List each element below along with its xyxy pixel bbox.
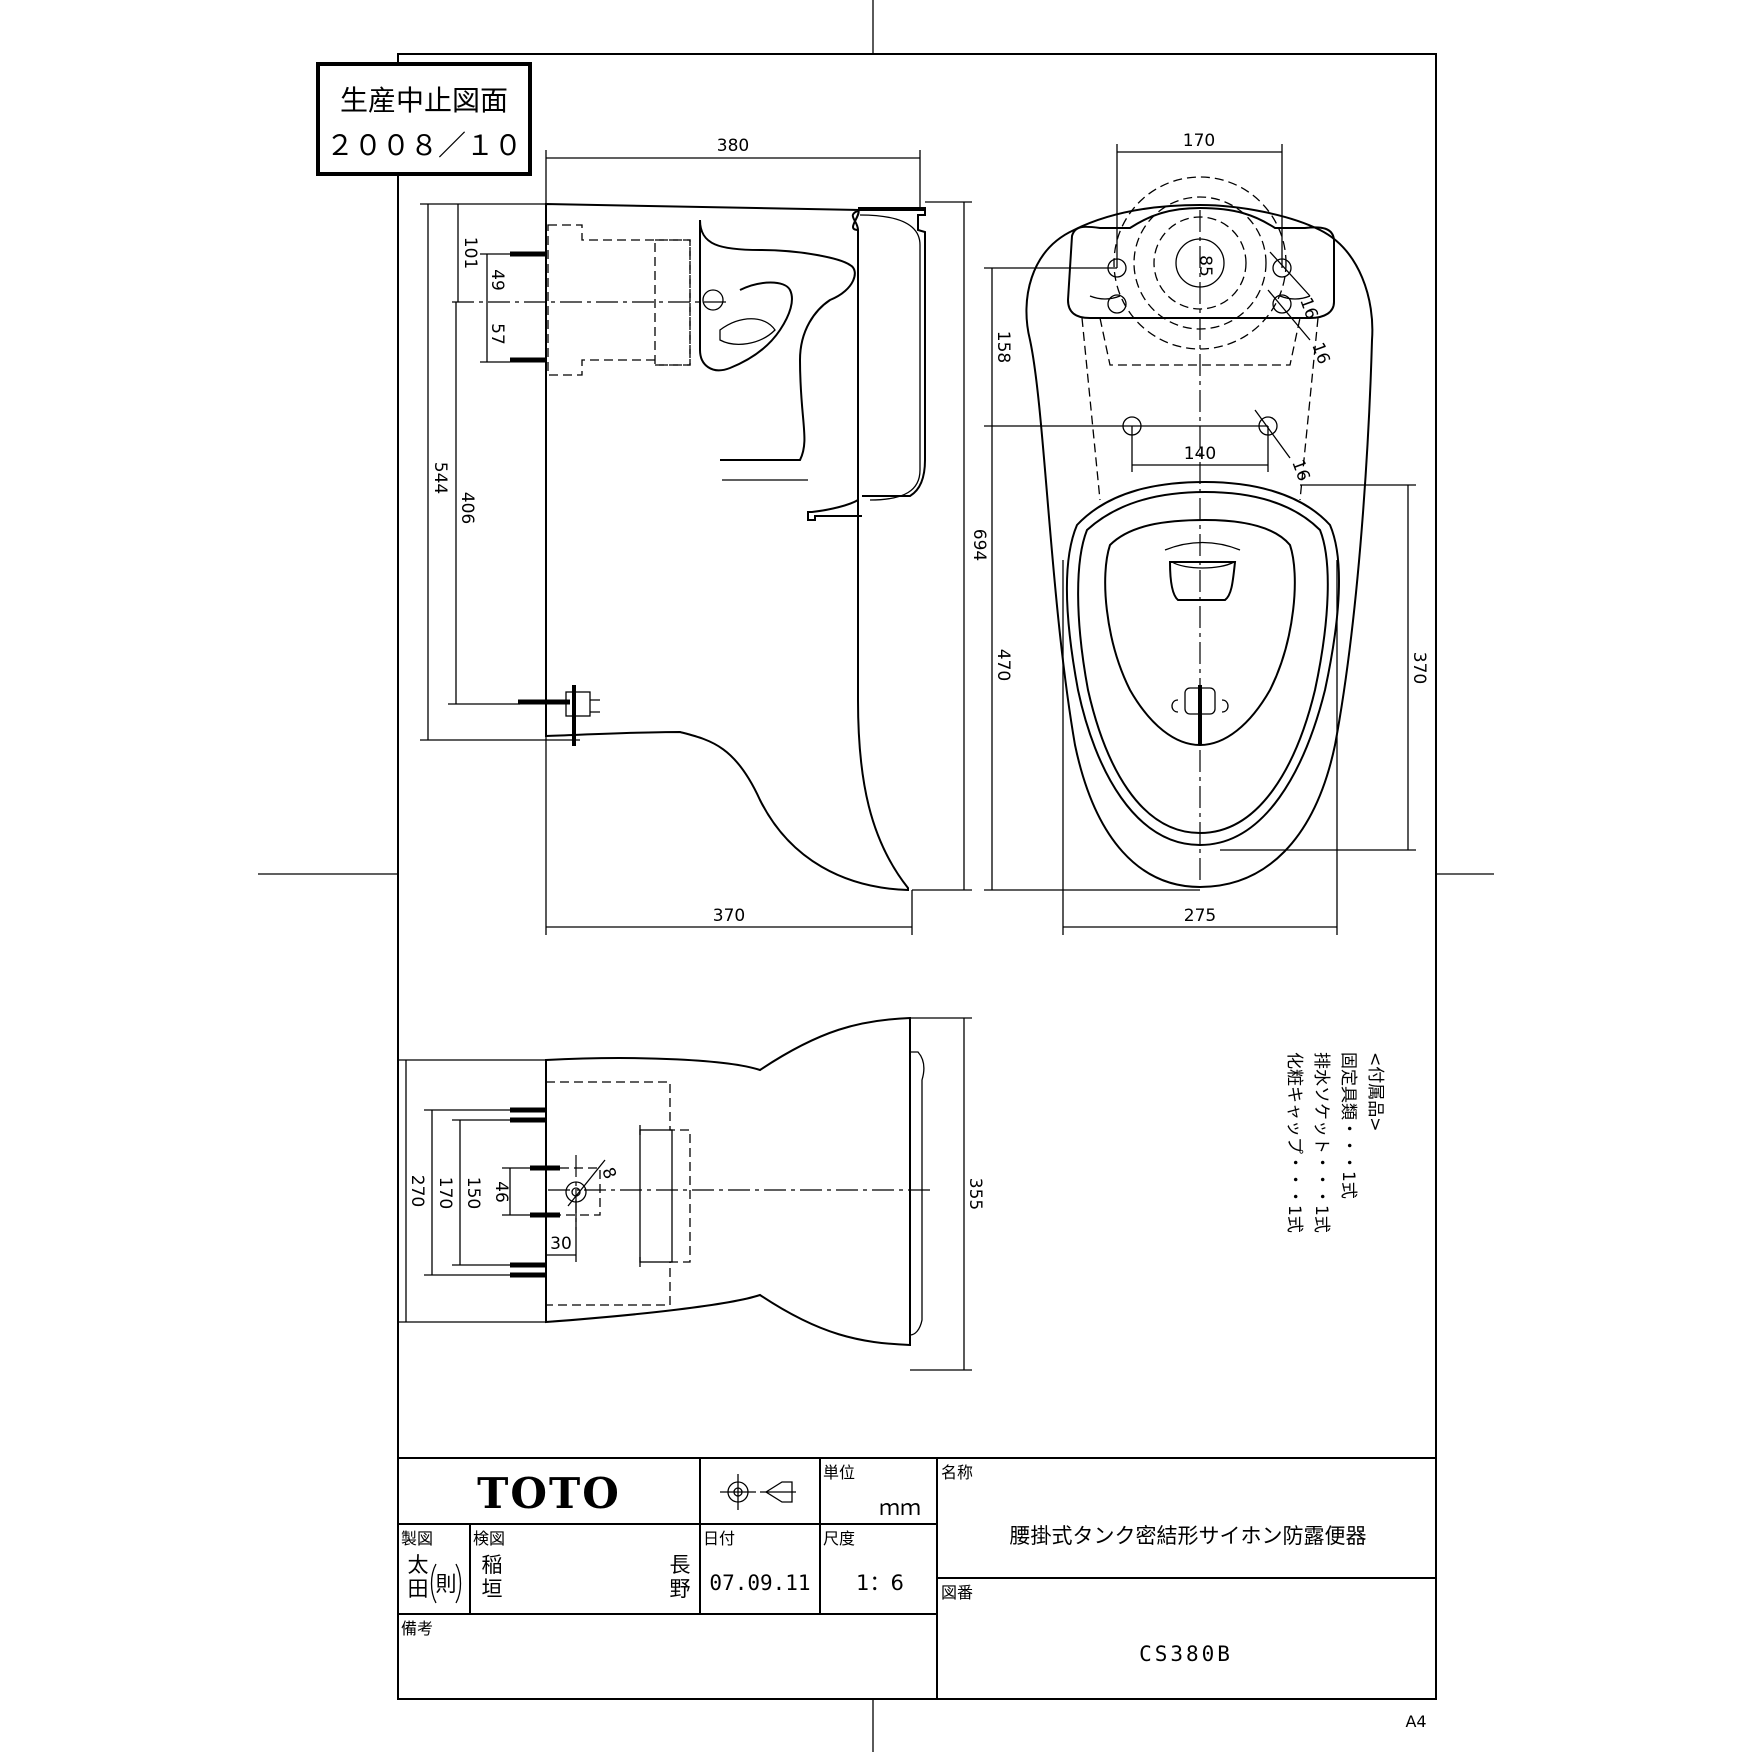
date-value: 07.09.11: [709, 1571, 810, 1595]
dim-150: 150: [463, 1177, 483, 1209]
dim-16-c: 16: [1287, 457, 1313, 484]
checked-name-2: 垣: [482, 1577, 503, 1601]
dim-8: 8: [597, 1165, 619, 1182]
side-view: 380 370 694 544 406 101 49 57: [420, 136, 989, 935]
dim-355: 355: [965, 1178, 985, 1210]
drawn-seal: 則: [430, 1563, 462, 1604]
dim-694: 694: [969, 529, 989, 561]
accessories-title: <付属品>: [1365, 1052, 1385, 1132]
dim-370-side: 370: [713, 906, 745, 926]
unit-value: ｍｍ: [879, 1496, 921, 1520]
dim-57: 57: [487, 323, 507, 345]
accessories-note: <付属品> 固定具類・・・1式 排水ソケット・・・1式 化粧キャップ・・・1式: [1284, 1052, 1385, 1233]
drawn-label: 製図: [401, 1529, 433, 1548]
dim-158: 158: [993, 331, 1013, 363]
scale-label: 尺度: [823, 1529, 855, 1548]
dim-275: 275: [1184, 906, 1216, 926]
drawing-frame: [258, 0, 1494, 1752]
drawn-name-2: 田: [408, 1577, 429, 1601]
dim-270: 270: [407, 1175, 427, 1207]
stamp-title: 生産中止図面: [340, 84, 508, 117]
dim-370-top: 370: [1409, 652, 1429, 684]
dim-170-front: 170: [435, 1177, 455, 1209]
accessory-item-2: 排水ソケット・・・1式: [1311, 1052, 1331, 1233]
drawing-no-label: 図番: [941, 1583, 973, 1602]
dim-380: 380: [717, 136, 749, 156]
discontinued-stamp: 生産中止図面 ２００８／１０: [316, 62, 532, 176]
title-block: TOTO 単位 ｍｍ 名称 腰掛式タンク密結形サイホン防露便器 製図 太 田 則…: [397, 1457, 1437, 1700]
projection-symbol-icon: [720, 1474, 796, 1510]
remarks-label: 備考: [401, 1619, 433, 1638]
dim-170-top: 170: [1183, 131, 1215, 151]
product-name: 腰掛式タンク密結形サイホン防露便器: [1010, 1524, 1367, 1548]
date-label: 日付: [703, 1529, 735, 1548]
dim-406: 406: [457, 492, 477, 524]
checked-name-4: 野: [670, 1577, 691, 1601]
scale-value: 1：6: [856, 1571, 904, 1595]
stamp-date: ２００８／１０: [326, 129, 522, 162]
checked-name-3: 長: [670, 1553, 691, 1577]
unit-label: 単位: [823, 1463, 855, 1482]
drawing-number: CS380B: [1139, 1642, 1233, 1666]
drawn-seal-text: 則: [436, 1572, 457, 1596]
dim-49: 49: [487, 269, 507, 291]
dim-101: 101: [460, 237, 480, 269]
bolt-icon: [510, 1107, 560, 1278]
name-label: 名称: [941, 1463, 973, 1482]
dim-470: 470: [993, 649, 1013, 681]
paper-size: A4: [1405, 1712, 1426, 1731]
top-view: 170 85 16 16 16 158 140 470 370 275: [984, 131, 1429, 935]
brand-logo: TOTO: [477, 1469, 621, 1518]
drawn-name-1: 太: [408, 1553, 429, 1577]
dim-140: 140: [1184, 444, 1216, 464]
dim-544: 544: [430, 462, 450, 494]
checked-label: 検図: [473, 1529, 505, 1548]
dim-30: 30: [550, 1234, 572, 1254]
dim-85: 85: [1195, 255, 1215, 277]
checked-name-1: 稲: [482, 1553, 503, 1577]
dim-16-b: 16: [1307, 340, 1333, 367]
front-view: 270 170 150 46 30 8 355: [398, 1016, 985, 1371]
bolt-icon: [510, 251, 600, 746]
accessory-item-3: 化粧キャップ・・・1式: [1284, 1052, 1304, 1233]
accessory-item-1: 固定具類・・・1式: [1338, 1052, 1358, 1199]
dim-46: 46: [491, 1181, 511, 1203]
